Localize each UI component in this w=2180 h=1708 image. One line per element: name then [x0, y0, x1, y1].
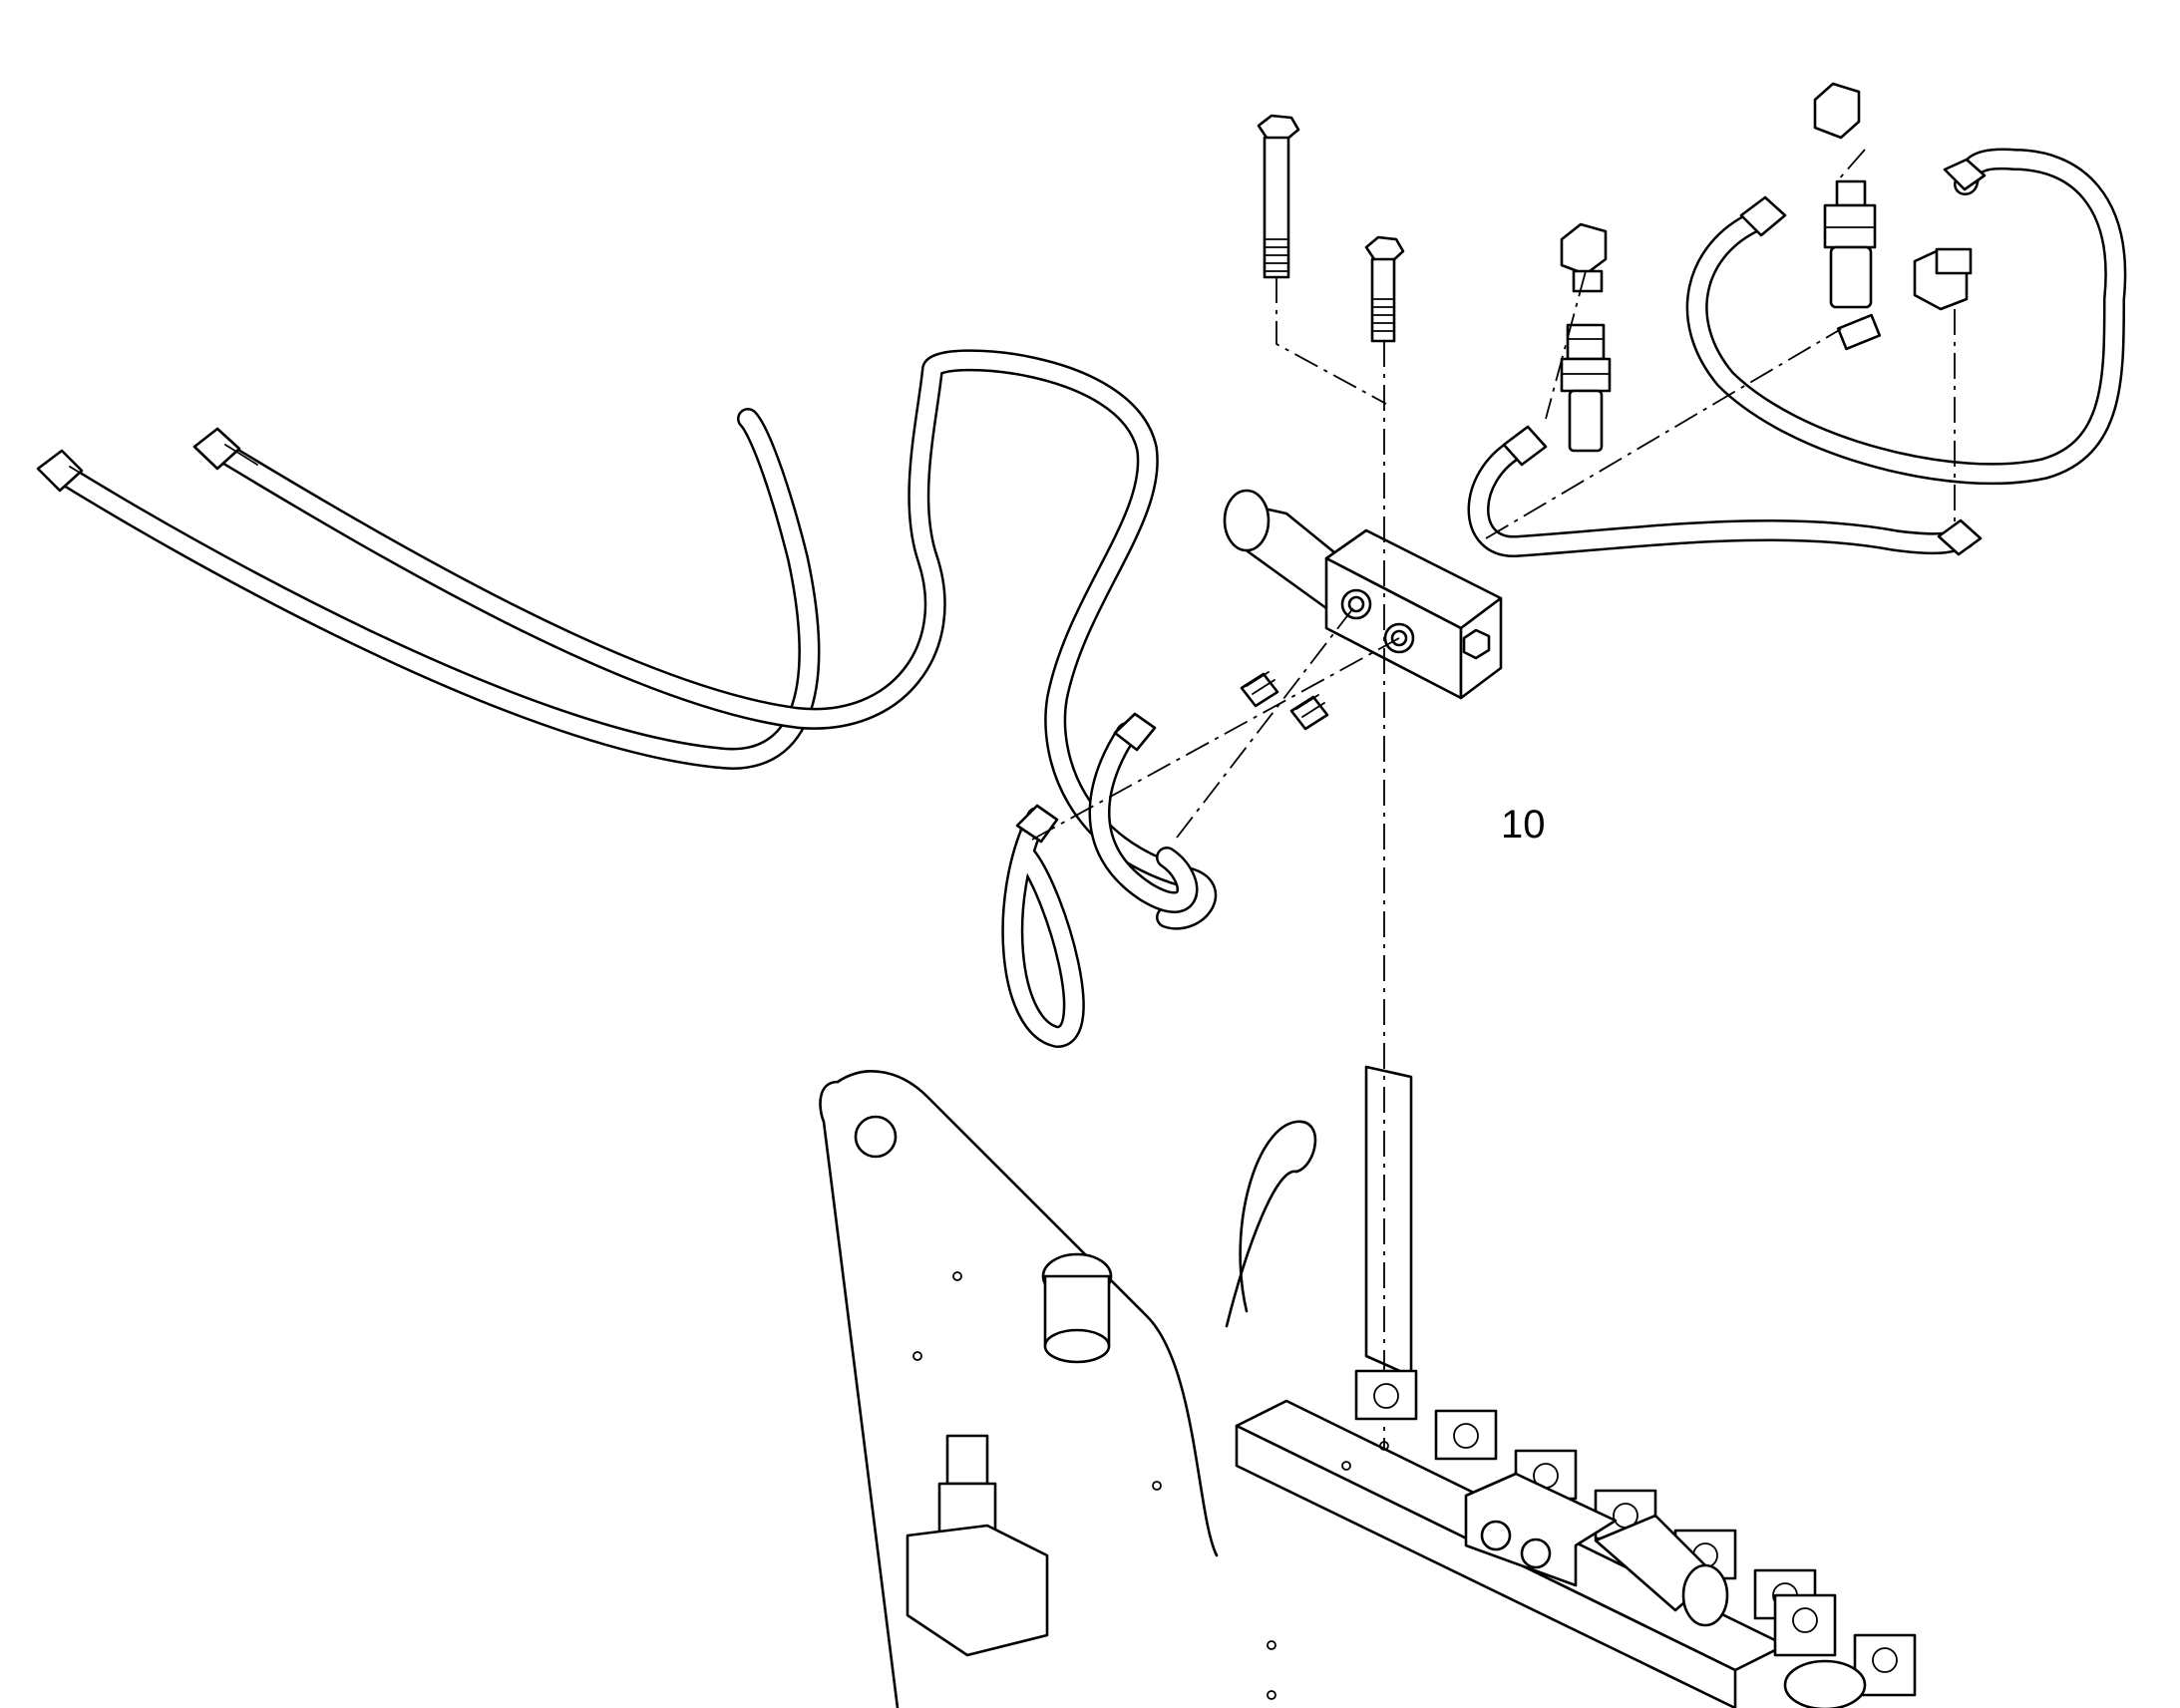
- bolt-long: [1257, 114, 1300, 279]
- hose-right-upper: [1685, 148, 2127, 486]
- tee-fitting: [1836, 247, 1973, 351]
- valve-block: [1223, 489, 1503, 700]
- fitting-front-pair: [1240, 671, 1329, 731]
- fitting-column-center: [1560, 222, 1612, 453]
- hose-left-long-pair: [36, 349, 1218, 930]
- bolt-short: [1364, 235, 1405, 343]
- valve-bank-right: [1773, 1593, 1917, 1708]
- assembly-center-lines: [1031, 149, 1956, 1456]
- part-callout-number: 10: [1501, 803, 1546, 847]
- control-manifold: [1235, 1369, 1817, 1708]
- hose-left-loop: [1001, 712, 1199, 1048]
- hose-right-lower: [1467, 425, 1983, 557]
- solenoid-left: [906, 1252, 1113, 1657]
- frame-rivets: [912, 1271, 1389, 1700]
- fitting-column-right: [1813, 82, 1877, 309]
